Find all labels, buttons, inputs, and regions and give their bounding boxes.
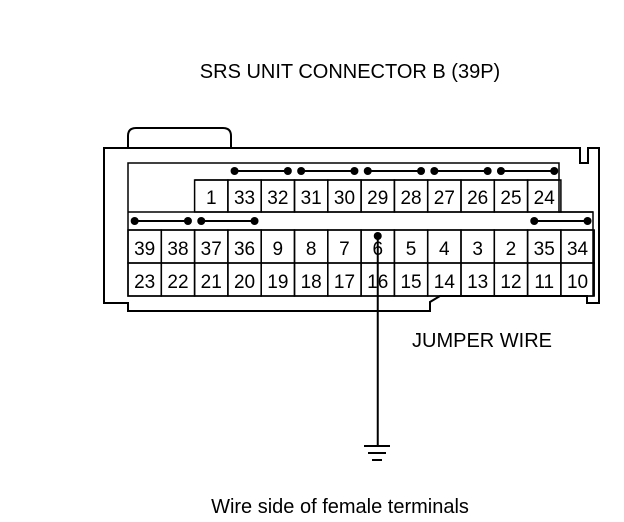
connector-housing [103, 147, 600, 312]
shorting-bar-37-36 [197, 217, 259, 225]
terminal-number: 31 [301, 188, 322, 209]
terminal-number: 4 [439, 239, 450, 260]
terminal-number: 7 [339, 239, 350, 260]
terminal-number: 19 [267, 272, 288, 293]
terminal-number: 17 [334, 272, 355, 293]
terminal-number: 9 [273, 239, 284, 260]
terminal-cavity-10 [560, 262, 595, 297]
terminal-number: 18 [301, 272, 322, 293]
terminal-number: 23 [134, 272, 155, 293]
shorting-bar-25-24 [496, 167, 559, 175]
terminal-number: 28 [400, 188, 421, 209]
terminal-number: 15 [400, 272, 421, 293]
terminal-number: 8 [306, 239, 317, 260]
terminal-number: 5 [406, 239, 417, 260]
terminal-number: 13 [467, 272, 488, 293]
terminal-number: 11 [534, 272, 554, 293]
terminal-number: 36 [234, 239, 255, 260]
terminal-number: 26 [467, 188, 488, 209]
terminal-number: 3 [472, 239, 483, 260]
shorting-bar-31-30 [297, 167, 359, 175]
shorting-bar-29-28 [363, 167, 426, 175]
terminal-number: 30 [334, 188, 355, 209]
terminal-number: 34 [567, 239, 589, 260]
terminal-number: 21 [201, 272, 222, 293]
diagram-title: SRS UNIT CONNECTOR B (39P) [200, 61, 500, 83]
terminal-number: 22 [167, 272, 188, 293]
terminal-number: 39 [134, 239, 155, 260]
terminal-number: 14 [434, 272, 456, 293]
jumper-wire-label: JUMPER WIRE [412, 330, 552, 352]
terminal-number: 24 [534, 188, 556, 209]
terminal-number: 33 [234, 188, 255, 209]
terminal-number: 1 [206, 188, 217, 209]
terminal-number: 35 [534, 239, 555, 260]
terminal-number: 32 [267, 188, 288, 209]
shorting-bar-33-32 [230, 167, 292, 175]
ground-symbol-icon [364, 445, 390, 461]
shorting-bar-39-38 [130, 217, 192, 225]
terminal-number: 25 [500, 188, 521, 209]
terminal-number: 10 [567, 272, 588, 293]
shorting-bar-27-26 [430, 167, 492, 175]
diagram-caption: Wire side of female terminals [211, 496, 469, 518]
terminal-number: 29 [367, 188, 388, 209]
terminal-number: 27 [434, 188, 455, 209]
terminal-number: 38 [167, 239, 188, 260]
shorting-bar-35-34 [530, 217, 592, 225]
terminal-number: 12 [500, 272, 521, 293]
terminal-number: 20 [234, 272, 255, 293]
connector-latch [127, 127, 232, 148]
terminal-number: 37 [201, 239, 222, 260]
jumper-wire [373, 232, 382, 446]
terminal-number: 2 [506, 239, 517, 260]
